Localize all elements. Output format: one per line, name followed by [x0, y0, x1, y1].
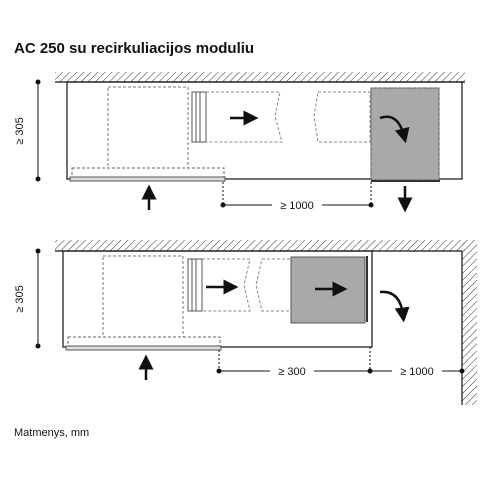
- units-footnote: Matmenys, mm: [14, 427, 90, 439]
- duct-section-3: [202, 258, 251, 312]
- wall-hatch: [462, 240, 477, 405]
- airflow-curved-arrow-2: [379, 290, 410, 323]
- ceiling-hatch: [55, 72, 465, 82]
- bottom-distance-label-1: ≥ 300: [278, 366, 305, 378]
- hood-plate: [71, 167, 225, 178]
- duct-section-1: [206, 91, 283, 143]
- hood-body: [107, 86, 189, 170]
- ceiling-hatch-2: [55, 240, 465, 251]
- bottom-height-label: ≥ 305: [14, 285, 26, 312]
- top-height-label: ≥ 305: [14, 117, 26, 144]
- recirculation-module: [370, 87, 440, 181]
- filter-box-2: [187, 258, 203, 312]
- cabinet-outline: [66, 81, 463, 180]
- hood-plate-2: [67, 336, 221, 347]
- duct-section-2: [313, 91, 371, 143]
- duct-section-4: [255, 258, 293, 312]
- page-title: AC 250 su recirkuliacijos moduliu: [14, 40, 255, 57]
- hood-body-2: [102, 255, 184, 339]
- top-diagram: ≥ 305 ≥ 1000: [14, 72, 465, 213]
- top-distance-label: ≥ 1000: [280, 200, 314, 212]
- bottom-distance-label-2: ≥ 1000: [400, 366, 434, 378]
- airflow-curved-arrow: [379, 115, 410, 144]
- bottom-diagram: ≥ 305 ≥ 300 ≥ 1000: [14, 240, 477, 405]
- filter-box: [191, 91, 207, 143]
